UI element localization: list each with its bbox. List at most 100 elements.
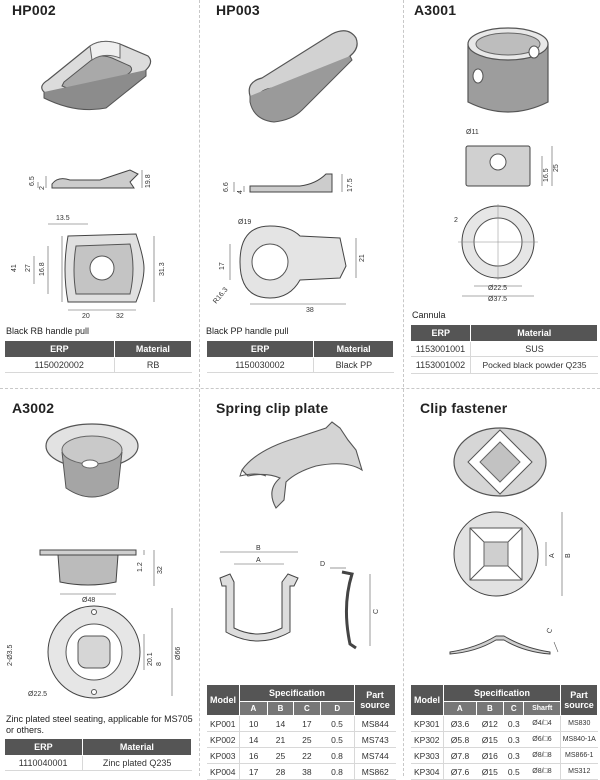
table-subheader: C: [293, 701, 321, 716]
table-cell-erp: 1110040001: [4, 755, 83, 771]
table-header-spec: Specification: [239, 684, 355, 702]
table-cell: Ø12: [476, 715, 504, 732]
table-cell: Ø4/□4: [523, 715, 561, 732]
hp002-dim-l2: 27: [25, 264, 32, 272]
table-cell-material: SUS: [470, 341, 598, 357]
table-cell: 0.8: [320, 763, 356, 780]
table-cell: MS862: [354, 763, 396, 780]
table-cell-material: Pocked black powder Q235: [470, 356, 598, 374]
table-cell: MS830: [560, 715, 598, 732]
table-row: KP004 17 28 38 0.8 MS862: [206, 763, 396, 780]
product-title-a3002: A3002: [12, 400, 55, 416]
table-cell: 25: [293, 731, 321, 748]
table-cell: 22: [293, 747, 321, 764]
spring-dim-c: C: [373, 609, 380, 614]
a3002-dim-h1: 1.2: [137, 562, 144, 572]
table-cell: 38: [293, 763, 321, 780]
table-row: KP301 Ø3.6 Ø12 0.3 Ø4/□4 MS830: [410, 715, 598, 732]
clip-dim-b: B: [565, 553, 572, 558]
a3002-dim-i: 20.1: [147, 652, 154, 666]
table-header: ERP: [4, 738, 83, 756]
product-title-a3001: A3001: [414, 2, 457, 18]
table-cell: 0.3: [503, 731, 524, 748]
a3001-dim-r: 2: [454, 217, 458, 224]
table-header: ERP: [409, 324, 472, 342]
table-cell: KP003: [206, 747, 240, 764]
row-divider: [0, 388, 600, 389]
table-cell: MS744: [354, 747, 396, 764]
table-header-part-source: Part source: [354, 684, 396, 716]
clip-fastener-table: Model Specification Part source A B C Sh…: [410, 684, 598, 780]
table-subheader: A: [239, 701, 268, 716]
spring-clip-table: Model Specification Part source A B C D …: [206, 684, 396, 780]
hp003-dim-h2: 4: [237, 190, 244, 194]
table-cell: Ø8/□8: [523, 763, 561, 780]
table-cell: KP004: [206, 763, 240, 780]
hp002-dim-h2: 2: [39, 186, 46, 190]
clip-dim-a: A: [549, 553, 556, 558]
table-cell: KP301: [410, 715, 444, 732]
a3002-side-drawing: 1.2 32 Ø48: [39, 549, 164, 604]
table-header: Material: [313, 340, 394, 358]
table-cell: Ø7.6: [443, 763, 477, 780]
hp002-side-drawing: 6.5 2 19.8: [29, 169, 152, 190]
table-cell: Ø5.8: [443, 731, 477, 748]
a3001-top-drawing: 2 Ø22.5 Ø37.5: [454, 204, 538, 303]
hp003-dim-h3: 17.5: [347, 178, 354, 192]
a3002-dim-d: Ø48: [82, 597, 95, 604]
table-cell: MS840-1A: [560, 731, 598, 748]
clip-fastener-side-drawing: C: [449, 627, 559, 655]
table-subheader: C: [503, 701, 525, 716]
table-cell: 0.5: [320, 715, 356, 732]
table-cell: 16: [239, 747, 268, 764]
hp002-dim-top: 13.5: [56, 215, 70, 222]
hp002-dim-h3: 19.8: [145, 174, 152, 188]
table-cell: 14: [267, 715, 294, 732]
table-cell: Ø15: [476, 731, 504, 748]
hp003-dim-r: 21: [359, 254, 366, 262]
spring-dim-b: B: [256, 545, 261, 552]
product-title-hp003: HP003: [216, 2, 260, 18]
table-cell-material: Black PP: [313, 357, 394, 373]
table-cell: Ø6/□6: [523, 731, 561, 748]
hp002-dim-h1: 6.5: [29, 176, 36, 186]
table-cell: 0.3: [503, 747, 524, 764]
table-cell: 0.5: [320, 731, 356, 748]
hp002-dim-l1: 41: [11, 264, 18, 272]
a3002-dim-l1: 2-Ø3.5: [7, 644, 14, 666]
spring-dim-d: D: [320, 561, 325, 568]
hp002-dim-b2: 32: [116, 313, 124, 320]
table-cell: MS866-1: [560, 747, 598, 764]
spring-clip-3d-illustration: [239, 421, 363, 509]
table-subheader: B: [266, 701, 295, 716]
table-cell: MS844: [354, 715, 396, 732]
a3001-3d-illustration: [467, 27, 549, 113]
spring-clip-front-drawing: B A: [219, 545, 299, 642]
table-header: ERP: [4, 340, 115, 358]
table-cell: Ø8/□8: [523, 747, 561, 764]
a3002-3d-illustration: [45, 423, 139, 498]
clip-dim-c: C: [546, 627, 555, 635]
a3001-dim-d2: Ø22.5: [488, 285, 507, 292]
a3001-dim-h2: 25: [553, 164, 560, 172]
hp002-dim-b1: 20: [82, 313, 90, 320]
a3001-front-drawing: Ø11 16.5 25: [465, 129, 560, 187]
table-cell: 0.8: [320, 747, 356, 764]
a3001-dim-d3: Ø37.5: [488, 296, 507, 303]
table-header-model: Model: [206, 684, 240, 716]
table-cell: 28: [267, 763, 294, 780]
table-cell: 14: [239, 731, 268, 748]
a3001-dim-h1: 16.5: [543, 168, 550, 182]
product-title-clip-fastener: Clip fastener: [420, 400, 508, 416]
table-cell: 17: [239, 763, 268, 780]
product-title-spring-clip: Spring clip plate: [216, 400, 329, 416]
table-cell: KP304: [410, 763, 444, 780]
product-description-a3001: Cannula: [412, 310, 446, 320]
table-header-part-source: Part source: [560, 684, 598, 716]
table-cell: 0.3: [503, 715, 524, 732]
table-row: KP302 Ø5.8 Ø15 0.3 Ø6/□6 MS840-1A: [410, 731, 598, 748]
a3002-dim-s: 8: [156, 662, 163, 666]
table-subheader: B: [475, 701, 505, 716]
table-row: KP303 Ø7.8 Ø16 0.3 Ø8/□8 MS866-1: [410, 747, 598, 764]
